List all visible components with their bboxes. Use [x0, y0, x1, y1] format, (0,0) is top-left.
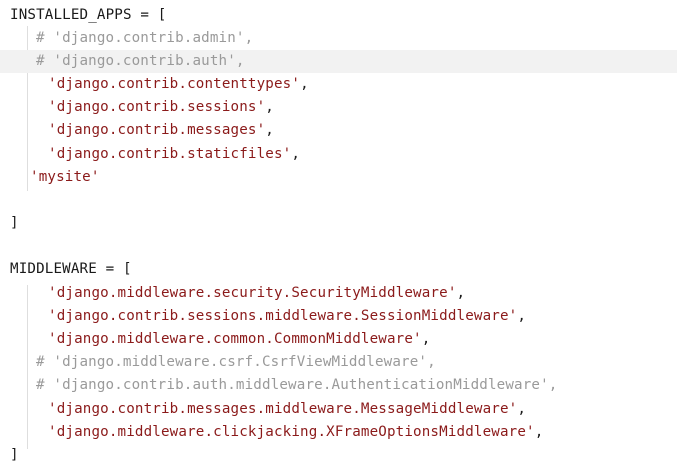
- comma: ,: [291, 146, 301, 162]
- code-line[interactable]: # 'django.middleware.csrf.CsrfViewMiddle…: [0, 351, 677, 374]
- comma: ,: [300, 76, 309, 92]
- code-line[interactable]: 'django.contrib.messages',: [0, 119, 677, 142]
- code-text: ]: [10, 215, 19, 231]
- indent-guide: [27, 26, 28, 191]
- code-line[interactable]: [0, 235, 677, 258]
- current-line[interactable]: # 'django.contrib.auth',: [0, 50, 677, 73]
- string-literal: 'django.contrib.messages.middleware.Mess…: [48, 401, 518, 417]
- code-line[interactable]: 'django.middleware.common.CommonMiddlewa…: [0, 328, 677, 351]
- code-line[interactable]: 'django.contrib.messages.middleware.Mess…: [0, 398, 677, 421]
- comma: ,: [421, 331, 431, 347]
- indent-guide: [27, 285, 28, 449]
- code-line[interactable]: # 'django.contrib.admin',: [0, 27, 677, 50]
- string-literal: 'django.contrib.sessions': [48, 99, 266, 115]
- comment-text: # 'django.middleware.csrf.CsrfViewMiddle…: [36, 354, 436, 370]
- code-line[interactable]: ]: [0, 444, 677, 467]
- code-line[interactable]: 'django.contrib.contenttypes',: [0, 73, 677, 96]
- code-line[interactable]: 'django.middleware.security.SecurityMidd…: [0, 282, 677, 305]
- code-text: ]: [10, 447, 19, 463]
- code-line[interactable]: ]: [0, 212, 677, 235]
- comment-text: # 'django.contrib.auth.middleware.Authen…: [36, 377, 558, 393]
- code-text: INSTALLED_APPS = [: [10, 7, 167, 23]
- comment-text: # 'django.contrib.admin',: [36, 30, 254, 46]
- comma: ,: [534, 424, 544, 440]
- comma: ,: [517, 401, 527, 417]
- code-line[interactable]: MIDDLEWARE = [: [0, 258, 677, 281]
- code-line[interactable]: [0, 189, 677, 212]
- string-literal: 'django.contrib.messages': [48, 122, 266, 138]
- code-line[interactable]: 'django.middleware.clickjacking.XFrameOp…: [0, 421, 677, 444]
- code-line[interactable]: 'django.contrib.sessions.middleware.Sess…: [0, 305, 677, 328]
- string-literal: 'django.contrib.contenttypes': [48, 76, 301, 92]
- string-literal: 'django.contrib.staticfiles': [48, 146, 292, 162]
- code-line[interactable]: # 'django.contrib.auth.middleware.Authen…: [0, 374, 677, 397]
- comma: ,: [456, 285, 466, 301]
- string-literal: 'django.contrib.sessions.middleware.Sess…: [48, 308, 518, 324]
- comma: ,: [517, 308, 527, 324]
- code-line[interactable]: INSTALLED_APPS = [: [0, 4, 677, 27]
- comma: ,: [265, 99, 274, 115]
- string-literal: 'django.middleware.security.SecurityMidd…: [48, 285, 457, 301]
- code-line[interactable]: 'django.contrib.staticfiles',: [0, 143, 677, 166]
- code-line[interactable]: 'mysite': [0, 166, 677, 189]
- string-literal: 'django.middleware.common.CommonMiddlewa…: [48, 331, 422, 347]
- code-text: MIDDLEWARE = [: [10, 261, 132, 277]
- comma: ,: [265, 122, 274, 138]
- string-literal: 'mysite': [30, 169, 100, 185]
- comment-text: # 'django.contrib.auth',: [36, 53, 245, 69]
- string-literal: 'django.middleware.clickjacking.XFrameOp…: [48, 424, 535, 440]
- code-line[interactable]: 'django.contrib.sessions',: [0, 96, 677, 119]
